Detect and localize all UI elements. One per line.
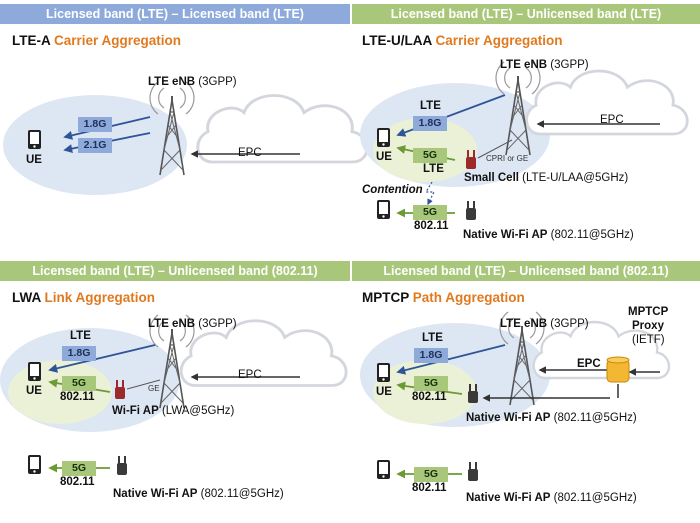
q2-ue-label: UE	[376, 151, 392, 163]
q1-band-b: 2.1G	[78, 138, 112, 153]
q2-contention-label: Contention	[362, 184, 423, 196]
q3-epc-label: EPC	[238, 369, 262, 381]
q1-enb-label: LTE eNB (3GPP)	[148, 76, 237, 88]
q2-lte-label2: LTE	[423, 163, 444, 175]
q4-proxy-std: (IETF)	[632, 334, 665, 346]
q3-native-ap-label: Native Wi-Fi AP (802.11@5GHz)	[113, 488, 284, 500]
banner-q3: Licensed band (LTE) – Unlicensed band (8…	[0, 261, 350, 281]
q2-small-cell-label: Small Cell (LTE-U/LAA@5GHz)	[464, 172, 629, 184]
q3-band-5g: 5G	[62, 376, 96, 391]
q4-epc-label: EPC	[577, 358, 601, 370]
banner-q1: Licensed band (LTE) – Licensed band (LTE…	[0, 4, 350, 24]
q2-native-ap-label: Native Wi-Fi AP (802.11@5GHz)	[463, 229, 634, 241]
banner-q4: Licensed band (LTE) – Unlicensed band (8…	[352, 261, 700, 281]
q4-title: MPTCP Path Aggregation	[362, 290, 525, 305]
q2-cpri-label: CPRI or GE	[486, 154, 529, 163]
q1-epc-label: EPC	[238, 147, 262, 159]
q2-enb-label: LTE eNB (3GPP)	[500, 59, 589, 71]
q3-band-licensed: 1.8G	[62, 346, 96, 361]
q2-band-licensed: 1.8G	[413, 116, 447, 131]
q3-enb-label: LTE eNB (3GPP)	[148, 318, 237, 330]
q3-ge-label: GE	[148, 384, 160, 393]
q4-enb-label: LTE eNB (3GPP)	[500, 318, 589, 330]
q4-ue-label: UE	[376, 386, 392, 398]
q4-native-ap-label: Native Wi-Fi AP (802.11@5GHz)	[466, 492, 637, 504]
q4-proxy-line1: MPTCP	[628, 306, 669, 318]
q2-band-5g: 5G	[413, 148, 447, 163]
q2-lte-label: LTE	[420, 100, 441, 112]
q4-band-5g: 5G	[414, 376, 448, 391]
q4-lte-label: LTE	[422, 332, 443, 344]
q4-native-std: 802.11	[412, 482, 447, 494]
q3-title: LWA Link Aggregation	[12, 290, 156, 305]
q4-ap-label: Native Wi-Fi AP (802.11@5GHz)	[466, 412, 637, 424]
q3-native-band: 5G	[62, 461, 96, 476]
q4-wifi-std: 802.11	[412, 391, 447, 403]
q2-wifi-std: 802.11	[414, 220, 449, 232]
banner-q2: Licensed band (LTE) – Unlicensed band (L…	[352, 4, 700, 24]
q1-title: LTE-A Carrier Aggregation	[12, 33, 182, 48]
q4-native-band: 5G	[414, 467, 448, 482]
q1-band-a: 1.8G	[78, 117, 112, 132]
q2-wifi-band: 5G	[413, 205, 447, 220]
q2-title: LTE-U/LAA Carrier Aggregation	[362, 33, 563, 48]
q3-wifi-std: 802.11	[60, 391, 95, 403]
q4-proxy-line2: Proxy	[632, 320, 664, 332]
q2-epc-label: EPC	[600, 114, 624, 126]
q3-native-std: 802.11	[60, 476, 95, 488]
q3-ue-label: UE	[26, 385, 42, 397]
q4-band-licensed: 1.8G	[414, 348, 448, 363]
q1-ue-label: UE	[26, 154, 42, 166]
q3-lte-label: LTE	[70, 330, 91, 342]
q3-ap-label: Wi-Fi AP (LWA@5GHz)	[112, 405, 235, 417]
